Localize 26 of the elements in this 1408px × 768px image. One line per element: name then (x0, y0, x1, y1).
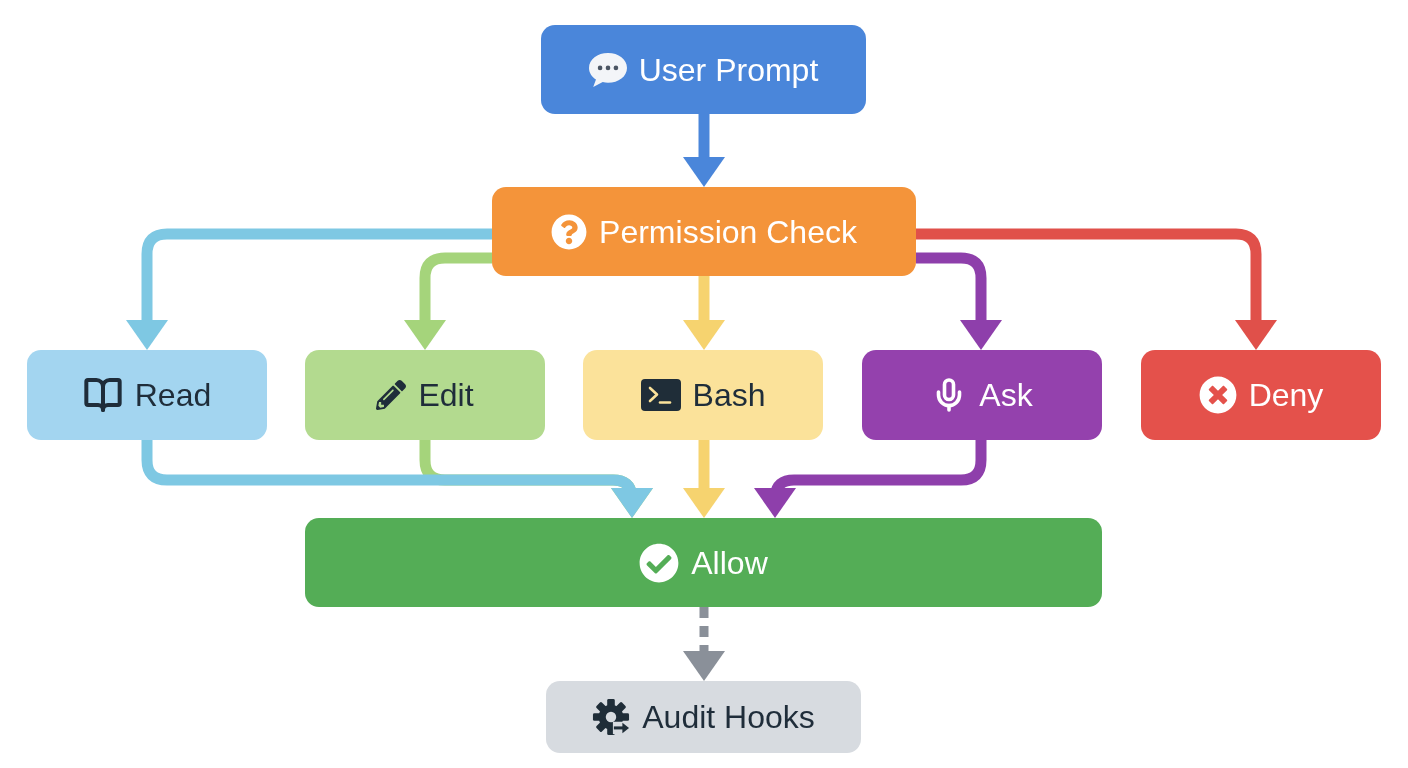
process-box (862, 350, 1102, 440)
process-box (27, 350, 267, 440)
arrow (404, 252, 492, 350)
process-box (1141, 350, 1381, 440)
node-label: Audit Hooks (642, 701, 815, 733)
arrow (683, 114, 725, 187)
arrow (683, 440, 725, 518)
arrow (126, 228, 492, 350)
arrow (683, 276, 725, 350)
node-label: Permission Check (599, 215, 857, 248)
process-box (546, 681, 861, 753)
node-label: Edit (418, 379, 474, 411)
node-label: User Prompt (638, 53, 819, 86)
decision-box (492, 187, 916, 276)
arrow (916, 228, 1277, 350)
arrow (916, 252, 1002, 350)
node-label: Deny (1248, 379, 1324, 411)
node-label: Bash (692, 379, 766, 411)
node-label: Read (134, 379, 212, 411)
process-box (583, 350, 823, 440)
node-label: Allow (691, 546, 768, 579)
dashed-arrow (683, 607, 725, 681)
process-box (305, 350, 545, 440)
node-label: Ask (979, 379, 1033, 411)
result-bar (305, 518, 1102, 607)
process-box (541, 25, 866, 114)
